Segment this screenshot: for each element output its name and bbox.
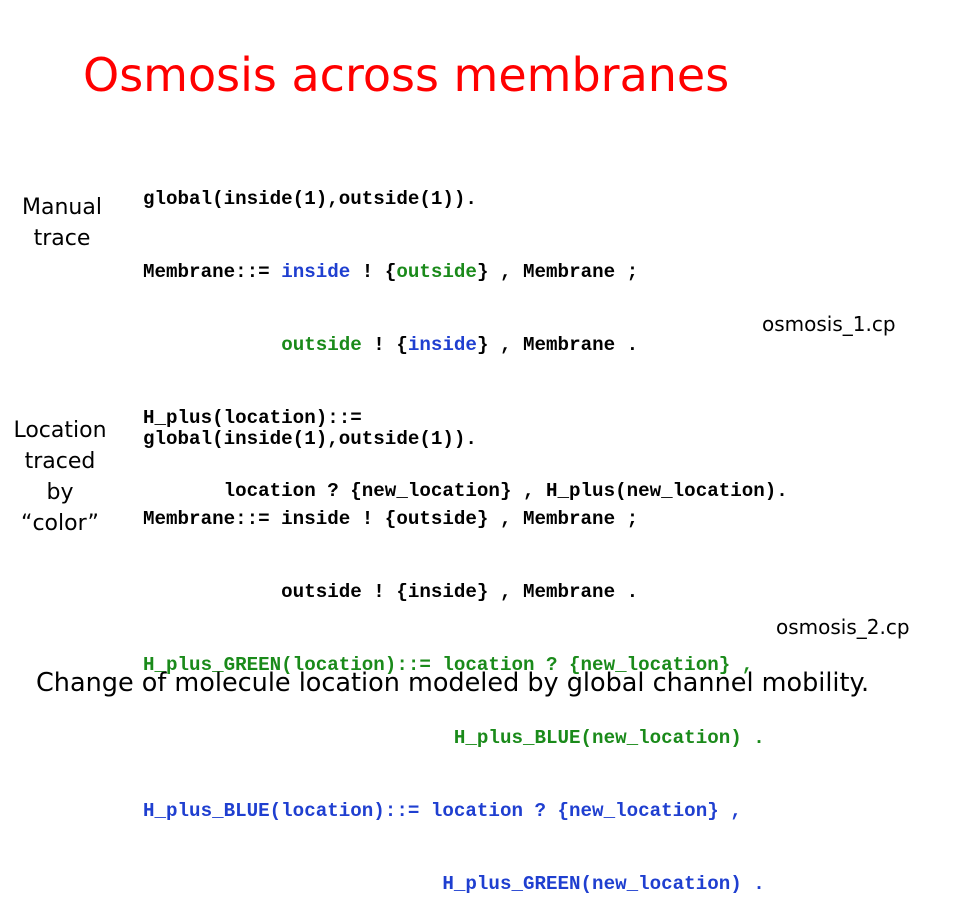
code-line: outside ! {inside} , Membrane . xyxy=(143,581,639,603)
code-token: ! { xyxy=(361,334,408,356)
code-line: location ? {new_location} , H_plus(new_l… xyxy=(143,480,788,502)
code-token-inside: inside xyxy=(407,334,477,356)
section2-label: Location traced by “color” xyxy=(10,415,110,539)
code-token: } , Membrane ; xyxy=(476,261,639,283)
section2-label-line2: traced xyxy=(24,449,96,474)
section2-code-block: global(inside(1),outside(1)). Membrane::… xyxy=(143,381,765,921)
code-token-outside: outside xyxy=(396,261,477,283)
section1-filename: osmosis_1.cp xyxy=(762,312,896,336)
code-line: global(inside(1),outside(1)). xyxy=(143,188,477,210)
code-line: Membrane::= inside ! {outside} , Membran… xyxy=(143,508,639,530)
code-line-green: H_plus_GREEN(location)::= location ? {ne… xyxy=(143,654,754,676)
code-token xyxy=(143,334,281,356)
code-line-green: H_plus_BLUE(new_location) . xyxy=(143,727,765,749)
slide-caption: Change of molecule location modeled by g… xyxy=(36,668,870,698)
slide-title: Osmosis across membranes xyxy=(83,48,730,102)
code-line: Membrane::= inside ! {outside} , Membran… xyxy=(143,258,788,287)
code-token-inside: inside xyxy=(281,261,351,283)
code-token: Membrane::= xyxy=(143,261,282,283)
code-line: global(inside(1),outside(1)). xyxy=(143,428,477,450)
section1-label-line2: trace xyxy=(33,226,91,251)
section2-label-line3: by xyxy=(46,480,74,505)
code-line-blue: H_plus_GREEN(new_location) . xyxy=(143,873,765,895)
section2-label-line4: “color” xyxy=(21,511,99,536)
section2-filename: osmosis_2.cp xyxy=(776,615,910,639)
code-token: ! { xyxy=(350,261,397,283)
section1-label-line1: Manual xyxy=(22,195,102,220)
code-line-blue: H_plus_BLUE(location)::= location ? {new… xyxy=(143,800,742,822)
code-token-outside: outside xyxy=(281,334,362,356)
code-line: outside ! {inside} , Membrane . xyxy=(143,331,788,360)
code-token: } , Membrane . xyxy=(476,334,639,356)
section1-code-block: global(inside(1),outside(1)). Membrane::… xyxy=(143,141,788,528)
section1-label: Manual trace xyxy=(14,192,110,254)
section2-label-line1: Location xyxy=(13,418,107,443)
code-line: H_plus(location)::= xyxy=(143,407,362,429)
